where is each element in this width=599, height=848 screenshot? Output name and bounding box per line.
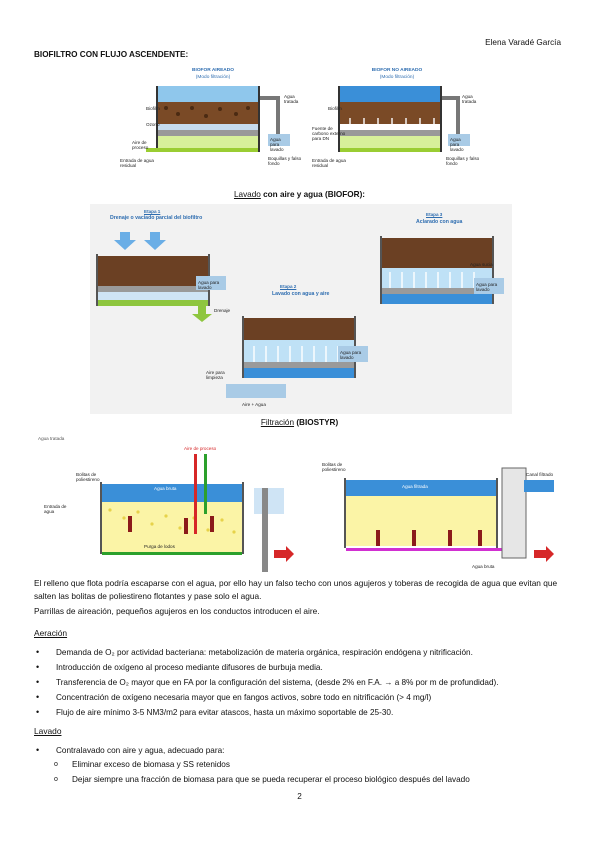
list-lavado-sub: Eliminar exceso de biomasa y SS retenido… xyxy=(34,757,574,787)
stage1-label-water: Agua para lavado xyxy=(198,280,220,291)
label-bolitas: Bolitas de poliestireno xyxy=(322,462,346,473)
lavado-diagram xyxy=(96,232,504,398)
stage3-label-water: Agua para lavado xyxy=(476,282,498,293)
label-agua-bruta: Agua bruta xyxy=(472,564,495,569)
label-purga: Purga de lodos xyxy=(144,544,175,549)
list-lavado: Contralavado con aire y agua, adecuado p… xyxy=(34,743,574,758)
list-item: Flujo de aire mínimo 3-5 NM3/m2 para evi… xyxy=(34,705,574,720)
biostyr-left-diagram xyxy=(100,454,294,572)
caption-lavado-rest: con aire y agua (BIOFOR): xyxy=(260,190,366,199)
figure-biostyr-right: Agua filtrada Bolitas de poliestireno Ag… xyxy=(302,432,564,574)
label-biofilm: Biofilm xyxy=(328,106,342,111)
label-aire-proceso: Aire de proceso xyxy=(132,140,149,151)
caption-lavado-underlined: Lavado xyxy=(233,190,261,199)
label-ozono: Ozono xyxy=(146,122,160,127)
stage2-label-mix: Aire + Agua xyxy=(242,402,266,407)
caption-filtracion: Filtración (BIOSTYR) xyxy=(0,418,599,427)
label-agua-tratada: Agua tratada xyxy=(284,94,299,105)
caption-filtracion-rest: (BIOSTYR) xyxy=(294,418,339,427)
stage2-label-water: Agua para lavado xyxy=(340,350,362,361)
label-agua-tratada: Agua tratada xyxy=(462,94,477,105)
stage1-desc: Drenaje o vaciado parcial del biofiltro xyxy=(110,215,203,221)
label-entrada-agua: Entrada de agua residual xyxy=(312,158,346,169)
figure-title: BIOFOR AIREADO xyxy=(192,68,234,73)
stage1-title: Etapa 1 xyxy=(144,209,161,214)
figure-biofor-aireado: BIOFOR AIREADO (Modo filtración) Biofilm… xyxy=(118,64,308,182)
label-bolitas: Bolitas de poliestireno xyxy=(76,472,100,483)
label-aire-proceso: Aire de proceso xyxy=(184,446,217,451)
stage3-label-dirty: Agua sucia xyxy=(470,262,493,267)
label-fuente-carbono: Fuente de carbono externo para DN xyxy=(312,126,346,142)
list-item: Dejar siempre una fracción de biomasa pa… xyxy=(34,772,574,787)
label-boquillas: Boquillas y falso fondo xyxy=(268,156,302,167)
label-agua-bruta: Agua bruta xyxy=(154,486,177,491)
label-entrada-agua: Entrada de agua xyxy=(44,504,67,515)
paragraph-relleno: El relleno que flota podría escaparse co… xyxy=(34,578,558,601)
list-item: Introducción de oxígeno al proceso media… xyxy=(34,660,574,675)
list-item: Contralavado con aire y agua, adecuado p… xyxy=(34,743,574,758)
figure-subtitle: (Modo filtración) xyxy=(379,75,415,80)
label-agua-lavado: Agua para lavado xyxy=(270,137,284,153)
author-name: Elena Varadé García xyxy=(485,38,561,47)
list-aeracion: Demanda de O₂ por actividad bacteriana: … xyxy=(34,645,574,720)
list-item: Transferencia de O₂ mayor que en FA por … xyxy=(34,675,574,690)
label-agua-lavado: Agua para lavado xyxy=(450,137,464,153)
label-biofilm: Biofilm xyxy=(146,106,160,111)
paragraph-parrillas: Parrillas de aireación, pequeños agujero… xyxy=(34,606,320,616)
stage2-desc: Lavado con agua y aire xyxy=(272,291,330,297)
stage2-label-air: Aire para limpieza xyxy=(206,370,225,381)
section-lavado: Lavado xyxy=(34,726,62,736)
figure-subtitle: (Modo filtración) xyxy=(195,75,231,80)
biostyr-right-diagram xyxy=(344,467,554,562)
biofor-no-aireado-diagram xyxy=(338,86,470,152)
label-agua-tratada: Agua tratada xyxy=(38,436,65,441)
biofor-aireado-diagram xyxy=(146,86,290,152)
section-title-biofiltro: BIOFILTRO CON FLUJO ASCENDENTE: xyxy=(34,50,189,59)
stage3-title: Etapa 3 xyxy=(426,212,443,217)
label-boquillas: Boquillas y falso fondo xyxy=(446,156,480,167)
label-canal: Canal filtrado xyxy=(526,472,554,477)
stage1-label-drain: Drenaje xyxy=(214,308,231,313)
list-item: Eliminar exceso de biomasa y SS retenido… xyxy=(34,757,574,772)
figure-lavado-etapas: Etapa 1 Drenaje o vaciado parcial del bi… xyxy=(90,204,512,414)
list-item: Demanda de O₂ por actividad bacteriana: … xyxy=(34,645,574,660)
stage2-title: Etapa 2 xyxy=(280,284,297,289)
figure-biofor-no-aireado: BIOFOR NO AIREADO (Modo filtración) Biof… xyxy=(312,64,482,182)
label-agua-filtrada: Agua filtrada xyxy=(402,484,428,489)
caption-filtracion-underlined: Filtración xyxy=(260,418,295,427)
stage3-desc: Aclarado con agua xyxy=(416,219,463,225)
caption-lavado: Lavado con aire y agua (BIOFOR): xyxy=(0,190,599,199)
figure-title: BIOFOR NO AIREADO xyxy=(371,68,423,73)
page-number: 2 xyxy=(297,792,302,801)
label-entrada-agua: Entrada de agua residual xyxy=(120,158,154,169)
section-aeracion: Aeración xyxy=(34,628,68,638)
figure-biostyr-left: Agua tratada Bolitas de poliestireno Air… xyxy=(34,432,296,574)
list-item: Concentración de oxígeno necesaria mayor… xyxy=(34,690,574,705)
